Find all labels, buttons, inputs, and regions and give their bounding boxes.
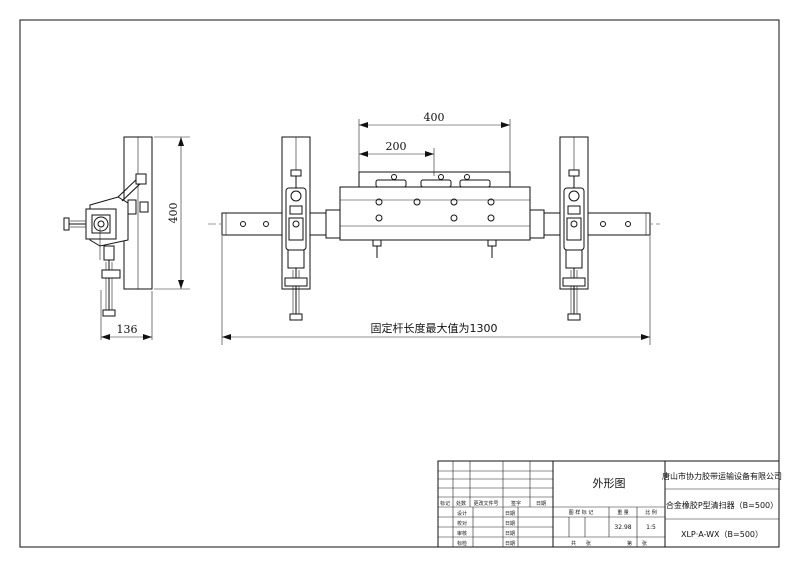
rod-length-label: 固定杆长度最大值为1300	[371, 321, 498, 335]
drawing-view-title: 外形图	[593, 477, 626, 490]
dimension-400-vertical: 400	[154, 136, 190, 290]
date-label-3: 日期	[505, 531, 515, 537]
sheet-border	[19, 19, 780, 548]
role-review: 审核	[457, 530, 467, 537]
rev-label-docno: 更改文件号	[473, 500, 498, 507]
header-drawing-mark: 图 样 标 记	[569, 509, 594, 516]
scale-value: 1:5	[646, 524, 656, 531]
role-standard: 标检	[457, 540, 467, 547]
title-block: 标记 处数 更改文件号 签字 日期 设计 校对 审核 标检 日期 日期 日期 日…	[437, 460, 782, 548]
weight-value: 32.98	[614, 524, 631, 531]
dimension-400-horizontal: 400	[358, 111, 511, 172]
width-400-label: 400	[424, 111, 445, 124]
company-name: 唐山市协力胶带运输设备有限公司	[662, 471, 782, 481]
rev-label-date: 日期	[536, 501, 546, 507]
sheet-total: 共 张	[571, 540, 591, 547]
date-label-4: 日期	[505, 541, 515, 547]
drawing-code: XLP·A-WX（B=500）	[681, 530, 763, 539]
side-136-label: 136	[117, 323, 138, 336]
date-label-1: 日期	[505, 511, 515, 517]
date-label-2: 日期	[505, 521, 515, 527]
dimension-rod-length: 固定杆长度最大值为1300	[221, 236, 651, 345]
role-design: 设计	[457, 510, 467, 517]
header-scale: 比 例	[645, 509, 657, 516]
rev-label-count: 处数	[456, 500, 466, 507]
side-view	[63, 136, 153, 317]
dimension-200: 200	[359, 140, 435, 176]
rev-label-mark: 标记	[440, 500, 450, 507]
role-check: 校对	[457, 520, 467, 527]
header-weight: 重 量	[617, 509, 629, 516]
rev-label-sign: 签字	[511, 500, 521, 507]
sheet-number: 第 张	[627, 540, 647, 547]
product-name: 合金橡胶P型清扫器（B=500）	[666, 500, 778, 510]
dimension-136: 136	[100, 290, 153, 340]
front-view	[208, 136, 660, 321]
height-400-label: 400	[167, 203, 180, 224]
width-200-label: 200	[386, 140, 407, 153]
